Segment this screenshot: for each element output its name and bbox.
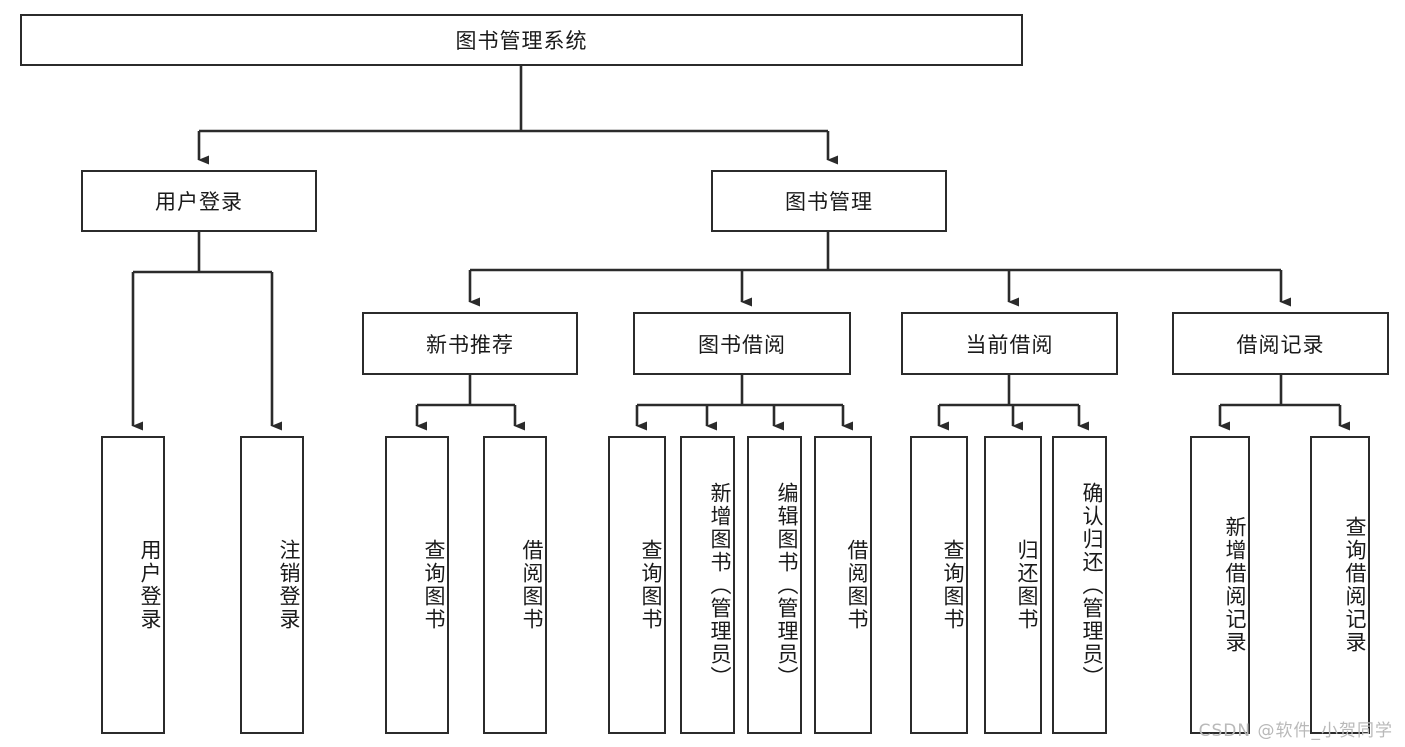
node-current-borrow-label: 当前借阅 <box>965 332 1054 357</box>
node-new-book-recommend-label: 新书推荐 <box>426 332 514 357</box>
leaf-borrow-books-recommend[interactable]: 借阅图书 <box>483 436 547 734</box>
leaf-edit-book-admin[interactable]: 编辑图书（管理员） <box>747 436 802 734</box>
node-borrow-records[interactable]: 借阅记录 <box>1172 312 1389 375</box>
leaf-label: 用户登录 <box>138 539 162 631</box>
node-root[interactable]: 图书管理系统 <box>20 14 1023 66</box>
leaf-label: 确认归还（管理员） <box>1080 481 1104 689</box>
leaf-query-books-recommend[interactable]: 查询图书 <box>385 436 449 734</box>
node-new-book-recommend[interactable]: 新书推荐 <box>362 312 578 375</box>
leaf-borrow-book[interactable]: 借阅图书 <box>814 436 872 734</box>
leaf-label: 新增借阅记录 <box>1223 516 1247 654</box>
leaf-return-book[interactable]: 归还图书 <box>984 436 1042 734</box>
leaf-query-books-borrow[interactable]: 查询图书 <box>608 436 666 734</box>
leaf-label: 归还图书 <box>1015 539 1039 631</box>
leaf-add-borrow-record[interactable]: 新增借阅记录 <box>1190 436 1250 734</box>
leaf-label: 查询图书 <box>639 539 663 631</box>
watermark: CSDN @软件_小贺同学 <box>1198 721 1393 741</box>
node-current-borrow[interactable]: 当前借阅 <box>901 312 1118 375</box>
leaf-label: 借阅图书 <box>520 539 544 631</box>
leaf-query-books-current[interactable]: 查询图书 <box>910 436 968 734</box>
leaf-label: 编辑图书（管理员） <box>775 481 799 689</box>
leaf-label: 借阅图书 <box>845 539 869 631</box>
leaf-confirm-return-admin[interactable]: 确认归还（管理员） <box>1052 436 1107 734</box>
node-root-label: 图书管理系统 <box>455 29 588 53</box>
leaf-label: 查询借阅记录 <box>1343 516 1367 654</box>
node-book-borrow[interactable]: 图书借阅 <box>633 312 851 375</box>
node-book-management[interactable]: 图书管理 <box>711 170 947 232</box>
leaf-label: 新增图书（管理员） <box>708 481 732 689</box>
node-user-login-label: 用户登录 <box>155 190 243 214</box>
leaf-logout[interactable]: 注销登录 <box>240 436 304 734</box>
node-book-management-label: 图书管理 <box>785 190 873 214</box>
leaf-label: 查询图书 <box>941 539 965 631</box>
node-book-borrow-label: 图书借阅 <box>698 332 786 357</box>
node-user-login[interactable]: 用户登录 <box>81 170 317 232</box>
leaf-label: 查询图书 <box>422 539 446 631</box>
leaf-query-borrow-record[interactable]: 查询借阅记录 <box>1310 436 1370 734</box>
leaf-label: 注销登录 <box>277 539 301 631</box>
node-borrow-records-label: 借阅记录 <box>1236 332 1325 357</box>
leaf-add-book-admin[interactable]: 新增图书（管理员） <box>680 436 735 734</box>
leaf-user-login[interactable]: 用户登录 <box>101 436 165 734</box>
